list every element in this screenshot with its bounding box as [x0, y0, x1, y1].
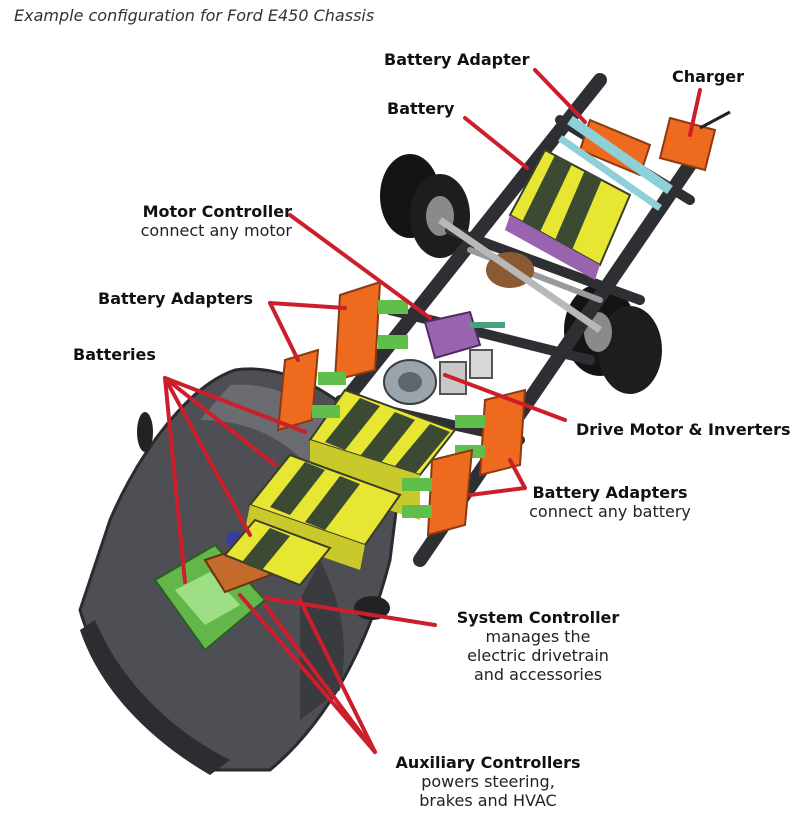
leader-lines: [163, 68, 702, 754]
page-subtitle: Example configuration for Ford E450 Chas…: [14, 6, 375, 25]
label-auxiliary-controllers: Auxiliary Controllers powers steering, b…: [380, 753, 596, 811]
front-batteries: [223, 388, 457, 587]
label-subtitle-2: electric drivetrain: [467, 645, 609, 665]
label-subtitle-1: powers steering,: [421, 771, 555, 791]
motor-controller-module: [423, 310, 505, 360]
label-battery-adapter-top: Battery Adapter: [384, 50, 530, 70]
label-title: Battery Adapters: [532, 483, 688, 502]
label-battery-adapters-left: Battery Adapters: [98, 289, 254, 309]
label-title: Auxiliary Controllers: [395, 753, 581, 772]
label-drive-motor: Drive Motor & Inverters: [576, 420, 791, 440]
label-system-controller: System Controller manages the electric d…: [441, 608, 635, 685]
label-title: Battery: [387, 99, 455, 118]
label-title: Motor Controller: [142, 202, 292, 221]
rear-battery-adapter: [557, 115, 673, 211]
label-battery-adapters-right: Battery Adapters connect any battery: [522, 483, 698, 522]
label-title: Drive Motor & Inverters: [576, 420, 791, 439]
label-subtitle: connect any battery: [529, 501, 691, 521]
label-subtitle: connect any motor: [140, 220, 292, 240]
label-subtitle-3: and accessories: [473, 664, 603, 684]
label-title: Charger: [672, 67, 745, 86]
label-title: Battery Adapters: [98, 289, 254, 308]
rear-battery: [505, 148, 632, 280]
label-batteries: Batteries: [73, 345, 156, 365]
rear-differential: [438, 217, 602, 333]
label-title: System Controller: [456, 608, 620, 627]
rear-left-wheel: [380, 154, 470, 258]
right-battery-adapters: [402, 388, 527, 537]
label-title: Batteries: [73, 345, 156, 364]
label-subtitle-1: manages the: [485, 626, 591, 646]
label-subtitle-2: brakes and HVAC: [419, 790, 557, 810]
drive-motor: [383, 349, 493, 405]
charger-unit: [658, 110, 731, 172]
label-battery: Battery: [387, 99, 455, 119]
label-motor-controller: Motor Controller connect any motor: [130, 202, 292, 241]
label-title: Battery Adapter: [384, 50, 530, 69]
label-charger: Charger: [672, 67, 745, 87]
